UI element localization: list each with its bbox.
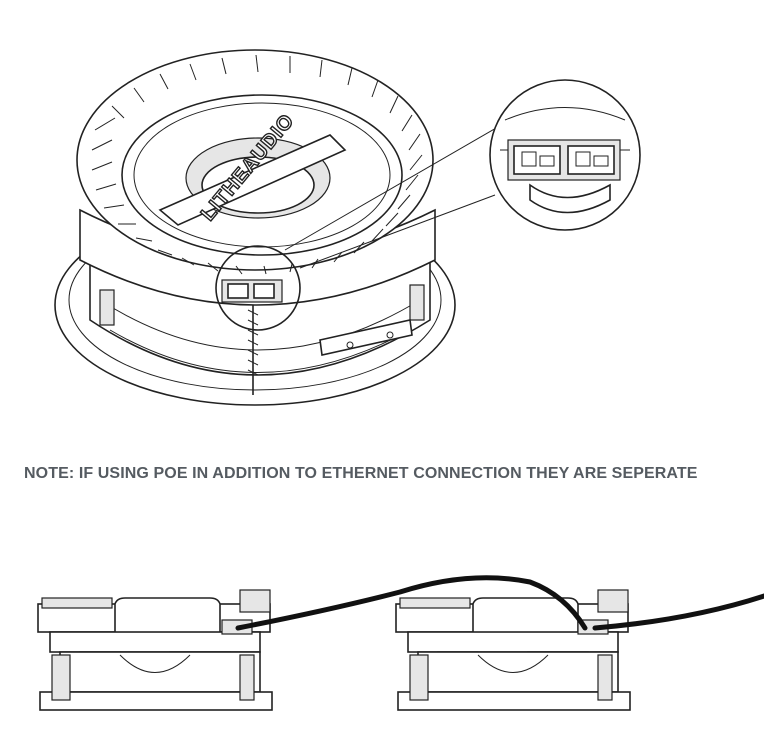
right-speaker-side-view	[395, 589, 631, 711]
speaker-isometric-illustration: LITHEAUDIO	[54, 49, 641, 406]
ethernet-cable-outgoing	[592, 593, 764, 631]
ethernet-cable	[235, 575, 588, 631]
poe-ethernet-note: NOTE: IF USING POE IN ADDITION TO ETHERN…	[24, 465, 698, 482]
left-speaker-side-view	[37, 589, 273, 711]
